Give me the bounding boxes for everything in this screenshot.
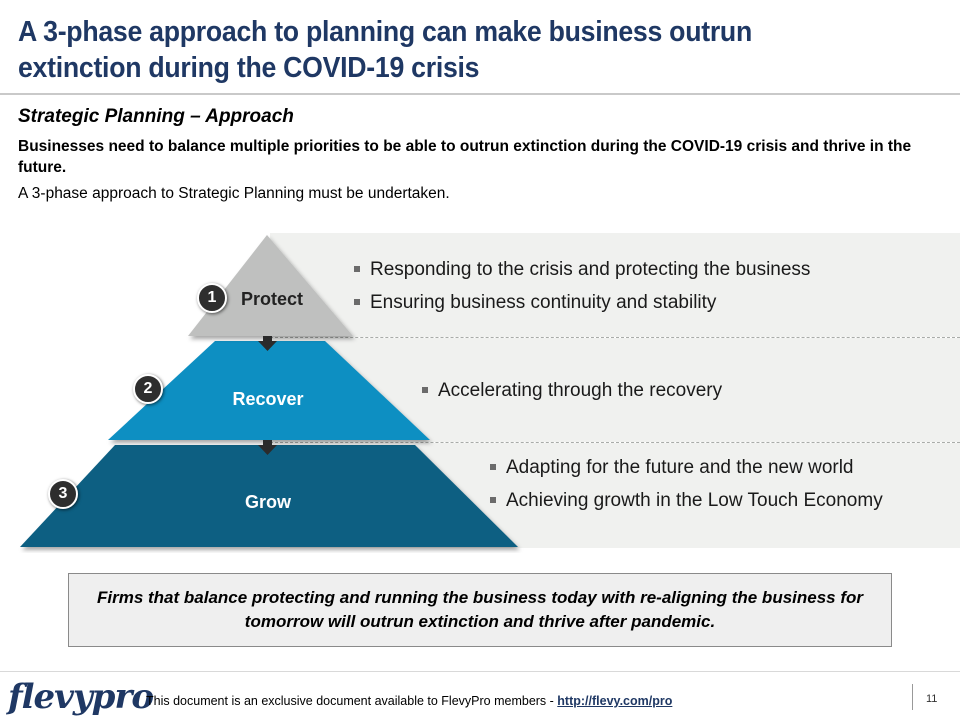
key-takeaway-callout: Firms that balance protecting and runnin… <box>68 573 892 647</box>
bullet-item: Accelerating through the recovery <box>422 374 722 407</box>
recover-bullets: Accelerating through the recovery <box>422 374 722 407</box>
footer-divider <box>0 671 960 672</box>
flevypro-link[interactable]: http://flevy.com/pro <box>557 694 673 708</box>
protect-bullets: Responding to the crisis and protecting … <box>354 253 810 319</box>
page-number: 11 <box>926 693 938 705</box>
callout-text: Firms that balance protecting and runnin… <box>96 588 864 631</box>
band-divider <box>270 442 960 443</box>
grow-bullets: Adapting for the future and the new worl… <box>490 451 883 517</box>
pyramid-tier-recover <box>108 341 430 440</box>
phase-label-grow: Grow <box>244 492 291 512</box>
bullet-item: Adapting for the future and the new worl… <box>490 451 883 484</box>
bullet-square-icon <box>422 387 428 393</box>
footer-note-text: This document is an exclusive document a… <box>146 694 558 708</box>
pyramid-tier-grow <box>20 445 518 547</box>
phase-band-protect <box>270 233 960 337</box>
bullet-square-icon <box>354 299 360 305</box>
bullet-square-icon <box>354 266 360 272</box>
phase-number-badge: 2 <box>133 374 163 404</box>
lead-text: Businesses need to balance multiple prio… <box>18 138 912 176</box>
footer-note: This document is an exclusive document a… <box>146 694 672 708</box>
pyramid-tier-protect <box>188 235 353 336</box>
phase-number-badge: 1 <box>197 283 227 313</box>
page-number-divider <box>912 684 913 710</box>
band-divider <box>270 337 960 338</box>
bullet-item: Responding to the crisis and protecting … <box>354 253 810 286</box>
flevypro-logo: flevypro <box>8 677 154 717</box>
slide-title: A 3-phase approach to planning can make … <box>18 16 752 84</box>
bullet-square-icon <box>490 464 496 470</box>
title-divider <box>0 93 960 95</box>
bullet-square-icon <box>490 497 496 503</box>
down-arrow-icon <box>258 336 277 351</box>
pyramid-diagram <box>20 235 518 547</box>
down-arrow-icon <box>258 440 277 455</box>
phase-label-protect: Protect <box>240 289 303 309</box>
section-subtitle: Strategic Planning – Approach <box>18 106 294 127</box>
phase-label-recover: Recover <box>232 389 304 409</box>
phase-number-badge: 3 <box>48 479 78 509</box>
lead-text-secondary: A 3-phase approach to Strategic Planning… <box>18 185 450 202</box>
bullet-item: Achieving growth in the Low Touch Econom… <box>490 484 883 517</box>
bullet-item: Ensuring business continuity and stabili… <box>354 286 810 319</box>
